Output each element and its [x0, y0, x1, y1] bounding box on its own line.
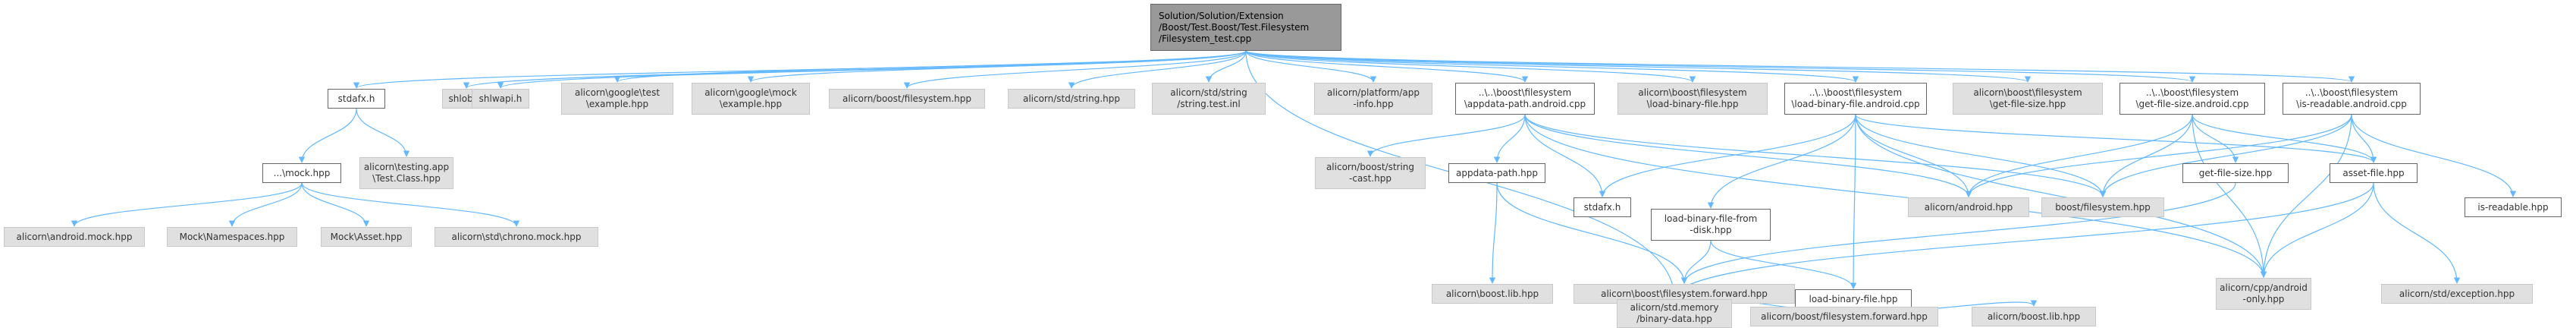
- edge-getsize_cpp-to-getsize_hpp: [2192, 114, 2239, 163]
- node-boostfs_fwd[interactable]: alicorn/boost/filesystem.hpp: [829, 89, 985, 109]
- edge-mock-to-mock_ns: [228, 182, 303, 227]
- edge-getsize_cpp-to-cpp_android: [2192, 114, 2267, 278]
- node-platform[interactable]: alicorn/platform/app -info.hpp: [1314, 83, 1432, 115]
- node-string_cast[interactable]: alicorn/boost/string -cast.hpp: [1315, 157, 1426, 189]
- edge-mock-to-mock_asset: [301, 182, 370, 227]
- edge-isread_cpp-to-isread_hpp: [2351, 114, 2517, 197]
- edge-appdata_cpp-to-appdata_hpp: [1493, 114, 1526, 163]
- edge-root-to-loadbin_cpp: [1245, 50, 1859, 83]
- edge-root-to-stdstring_test: [1205, 50, 1247, 83]
- edge-loadbin_cpp-to-cpp_android: [1855, 114, 2267, 278]
- node-binary_data[interactable]: alicorn/std.memory /binary-data.hpp: [1617, 299, 1732, 328]
- edge-getsize_cpp-to-android_hpp: [1965, 114, 2193, 197]
- node-std_exc[interactable]: alicorn/std/exception.hpp: [2381, 284, 2533, 304]
- node-stdstring[interactable]: alicorn/std/string.hpp: [1008, 89, 1135, 109]
- edge-root-to-gtest: [614, 50, 1247, 83]
- node-loadbin_cpp[interactable]: ..\..\boost\filesystem \load-binary-file…: [1784, 83, 1927, 115]
- node-android_mock[interactable]: alicorn\android.mock.hpp: [4, 227, 145, 247]
- edge-assetfile-to-std_exc: [2373, 182, 2461, 284]
- edge-root-to-appdata_cpp: [1245, 50, 1529, 83]
- node-gtest[interactable]: alicorn\google\test \example.hpp: [561, 83, 673, 115]
- node-getsize_hpp[interactable]: get-file-size.hpp: [2182, 163, 2289, 183]
- node-boostlib1[interactable]: alicorn\boost.lib.hpp: [1432, 284, 1553, 304]
- edge-mock-to-chrono_mock: [301, 182, 520, 227]
- node-chrono_mock[interactable]: alicorn\std\chrono.mock.hpp: [435, 227, 598, 247]
- node-mock[interactable]: ...\mock.hpp: [262, 163, 341, 183]
- edge-root-to-isread_cpp: [1245, 50, 2355, 83]
- node-root[interactable]: Solution/Solution/Extension /Boost/Test.…: [1150, 4, 1341, 51]
- edge-getsize_hpp-to-fs_forward1: [1680, 182, 2236, 284]
- edge-isread_cpp-to-cpp_android: [2260, 114, 2352, 278]
- edge-appdata_hpp-to-fs_forward1: [1496, 182, 1688, 284]
- node-boostlib2[interactable]: alicorn/boost.lib.hpp: [1972, 307, 2096, 326]
- node-stdstring_test[interactable]: alicorn/std/string /string.test.inl: [1152, 83, 1266, 115]
- node-cpp_android[interactable]: alicorn/cpp/android -only.hpp: [2216, 278, 2311, 310]
- edge-loadfromdisk-to-fs_forward1: [1680, 240, 1712, 284]
- edge-assetfile-to-binary_data: [1671, 182, 2374, 299]
- node-mock_ns[interactable]: Mock\Namespaces.hpp: [167, 227, 297, 247]
- node-assetfile[interactable]: asset-file.hpp: [2330, 163, 2418, 183]
- node-loadbin_hpp[interactable]: load-binary-file.hpp: [1795, 289, 1912, 309]
- edge-appdata_hpp-to-boostlib1: [1489, 182, 1498, 284]
- edge-isread_cpp-to-boost_fs: [2099, 114, 2352, 197]
- node-getsize_hdr[interactable]: alicorn\boost\filesystem \get-file-size.…: [1953, 83, 2103, 115]
- edge-loadbin_cpp-to-android_hpp: [1855, 114, 1972, 197]
- node-isread_cpp[interactable]: ..\..\boost\filesystem \is-readable.andr…: [2283, 83, 2421, 115]
- edge-loadbin_cpp-to-stdafx2: [1599, 114, 1856, 197]
- edge-root-to-stdstring: [1068, 50, 1247, 89]
- node-appdata_hpp[interactable]: appdata-path.hpp: [1448, 163, 1545, 183]
- node-loadbin_hdr[interactable]: alicorn\boost\filesystem \load-binary-fi…: [1617, 83, 1768, 115]
- edge-loadbin_cpp-to-boost_fs: [1855, 114, 2107, 197]
- edge-appdata_cpp-to-android_hpp: [1524, 114, 1972, 197]
- edge-appdata_cpp-to-boost_fs: [1524, 114, 2107, 197]
- edge-root-to-getsize_cpp: [1245, 50, 2195, 83]
- edge-loadbin_cpp-to-assetfile: [1855, 114, 2377, 163]
- edge-isread_cpp-to-assetfile: [2351, 114, 2377, 163]
- node-android_hpp[interactable]: alicorn/android.hpp: [1908, 197, 2029, 217]
- node-appdata_cpp[interactable]: ..\..\boost\filesystem \appdata-path.and…: [1455, 83, 1595, 115]
- edge-getsize_cpp-to-boost_fs: [2099, 114, 2193, 197]
- node-loadfromdisk[interactable]: load-binary-file-from -disk.hpp: [1651, 209, 1771, 241]
- node-stdafx1[interactable]: stdafx.h: [328, 89, 385, 109]
- node-mock_asset[interactable]: Mock\Asset.hpp: [321, 227, 412, 247]
- edge-assetfile-to-cpp_android: [2260, 182, 2374, 278]
- edge-mock-to-android_mock: [71, 182, 303, 227]
- edge-loadbin_cpp-to-loadfromdisk: [1707, 114, 1856, 209]
- edge-root-to-boostfs_fwd: [903, 50, 1247, 89]
- edge-root-to-getsize_hdr: [1245, 50, 2031, 83]
- edge-isread_cpp-to-android_hpp: [1965, 114, 2352, 197]
- edge-appdata_cpp-to-string_cast: [1366, 114, 1526, 157]
- edge-getsize_cpp-to-assetfile: [2192, 114, 2377, 163]
- node-getsize_cpp[interactable]: ..\..\boost\filesystem \get-file-size.an…: [2119, 83, 2265, 115]
- edge-root-to-gmock: [748, 50, 1247, 83]
- edge-root-to-loadbin_hdr: [1245, 50, 1696, 83]
- node-fs_forward2[interactable]: alicorn/boost/filesystem.forward.hpp: [1750, 307, 1938, 326]
- node-testing_app[interactable]: alicorn\testing.app \Test.Class.hpp: [359, 157, 453, 189]
- edge-loadbin_cpp-to-loadbin_hpp: [1850, 114, 1857, 289]
- edge-root-to-platform: [1245, 50, 1377, 83]
- edge-appdata_cpp-to-cpp_android: [1524, 114, 2267, 278]
- node-stdafx2[interactable]: stdafx.h: [1574, 197, 1631, 217]
- node-isread_hpp[interactable]: is-readable.hpp: [2465, 197, 2562, 217]
- edge-stdafx1-to-testing_app: [356, 108, 410, 157]
- node-boost_fs[interactable]: boost/filesystem.hpp: [2041, 197, 2164, 217]
- node-gmock[interactable]: alicorn\google\mock \example.hpp: [692, 83, 810, 115]
- node-shlwapi[interactable]: shlwapi.h: [472, 89, 529, 109]
- edge-stdafx1-to-mock: [298, 108, 357, 163]
- edge-appdata_cpp-to-stdafx2: [1524, 114, 1606, 197]
